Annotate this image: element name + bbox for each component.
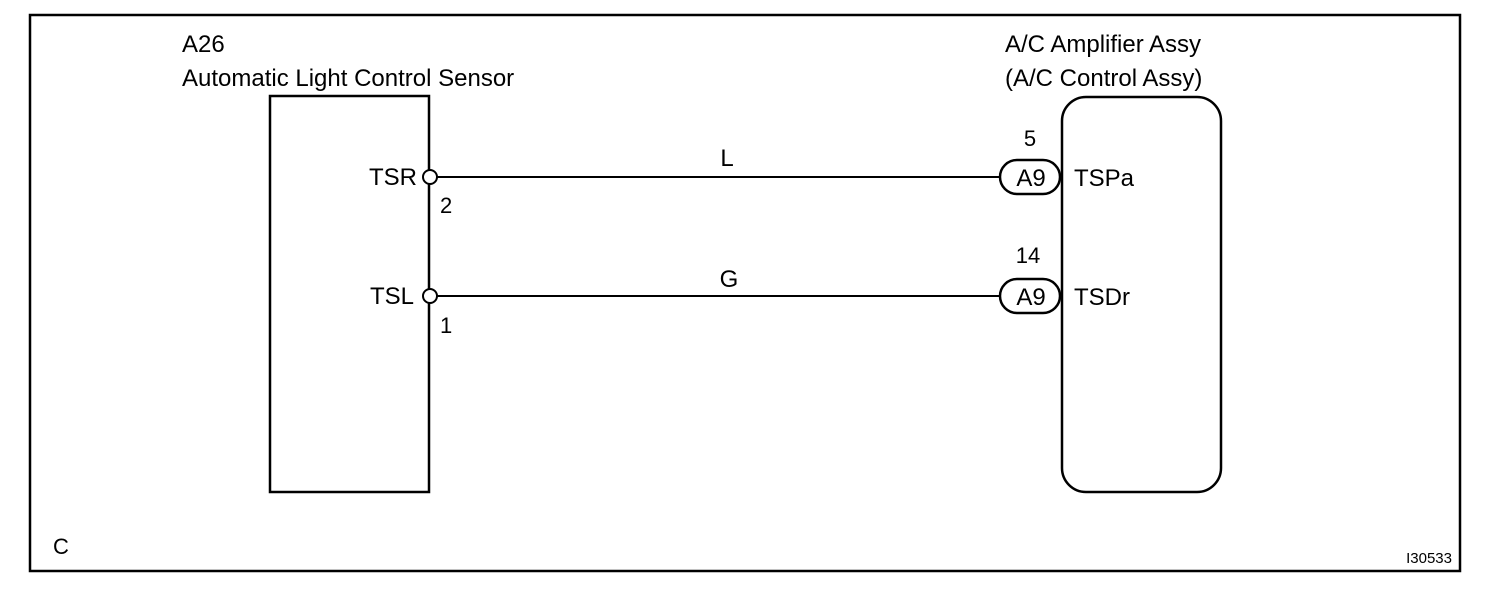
right-component-box [1060,95,1223,494]
wire-2-color-code: G [720,266,739,293]
pin-tsdr-label: TSDr [1074,284,1130,311]
pin-tsdr-number: 14 [1016,243,1040,268]
wire-1-color-code: L [720,145,733,172]
corner-label: C [53,534,69,559]
wire-2: TSL 1 G A9 14 TSDr [370,243,1130,338]
pin-tspa-number: 5 [1024,126,1036,151]
pin-tsr-label: TSR [369,164,417,191]
pin-tsl-terminal [422,288,438,304]
left-component-code: A26 [182,31,225,58]
connector-a9-bottom-label: A9 [1016,284,1045,311]
pin-tsl-number: 1 [440,313,452,338]
pin-tsl-label: TSL [370,283,414,310]
pin-tsr-number: 2 [440,193,452,218]
left-component-name: Automatic Light Control Sensor [182,65,514,92]
diagram-frame [28,13,1462,573]
pin-tsr-terminal [422,169,438,185]
connector-a9-bottom [998,277,1062,315]
right-component-name-line2: (A/C Control Assy) [1005,65,1202,92]
connector-a9-top [998,158,1062,196]
right-component-name-line1: A/C Amplifier Assy [1005,31,1201,58]
pin-tspa-label: TSPa [1074,165,1135,192]
figure-id: I30533 [1406,550,1452,567]
wire-1: TSR 2 L A9 5 TSPa [369,126,1135,218]
connector-a9-top-label: A9 [1016,165,1045,192]
